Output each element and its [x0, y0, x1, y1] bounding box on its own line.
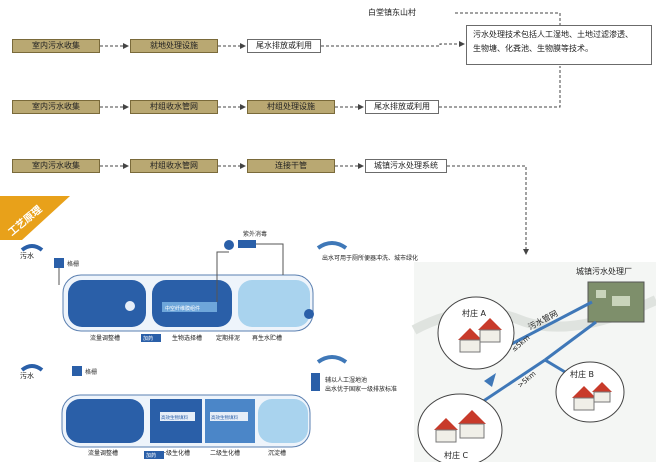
technology-note-line1: 污水处理技术包括人工湿地、土地过滤渗透、	[473, 30, 633, 39]
top-dosing-box	[141, 334, 161, 342]
bottom-inlet-label: 污水	[20, 371, 34, 380]
bottom-inlet-arrow-icon	[20, 364, 44, 372]
bottom-dosing-box	[144, 451, 164, 459]
bottom-outlet-line1: 辅以人工湿地池	[325, 376, 367, 384]
top-dosing-label: 加药	[143, 335, 153, 342]
bottom-tank3-label: 二级生化槽	[210, 449, 240, 457]
bottom-tank2-label: 一级生化槽	[160, 449, 190, 457]
bottom-tank4-label: 沉淀槽	[268, 449, 286, 457]
top-inlet-arrow-icon	[20, 244, 44, 252]
top-pump-icon-2	[304, 309, 314, 319]
bottom-tank-4	[258, 399, 308, 443]
row2-discharge-box: 尾水排放或利用	[365, 100, 439, 114]
pipe-a	[499, 300, 593, 352]
top-outlet-label: 出水可用于厕所便器冲洗、城市绿化	[322, 254, 418, 262]
village-c-label: 村庄 C	[444, 450, 469, 460]
bottom-media-label-1: 高效生物填料	[161, 414, 188, 421]
bottom-media-label-2: 高效生物填料	[211, 414, 238, 421]
row2-facility-box: 村组处理设施	[247, 100, 335, 114]
row2-pipe-network-box: 村组收水管网	[130, 100, 218, 114]
technology-note: 污水处理技术包括人工湿地、土地过滤渗透、 生物塘、化粪池、生物膜等技术。	[466, 25, 652, 65]
top-tank3-label: 再生水贮槽	[252, 334, 282, 342]
bottom-outlet-line2: 出水优于国家一级排放标准	[325, 385, 397, 393]
bottom-tank1-label: 流量调整槽	[88, 449, 118, 457]
top-pump-icon-1	[125, 301, 135, 311]
top-screen-icon	[54, 258, 64, 268]
bottom-outlet-device-icon	[311, 373, 320, 391]
pipe-arrow-icon	[484, 373, 496, 387]
top-outlet-arrow-icon	[316, 241, 348, 250]
row3-collect-box: 室内污水收集	[12, 159, 100, 173]
row1-onsite-facility-box: 就地处理设施	[130, 39, 218, 53]
top-tank-3	[238, 280, 310, 327]
top-tank1-label: 流量调整槽	[90, 334, 120, 342]
top-uv-icon	[224, 240, 234, 250]
top-screen-label: 格栅	[67, 260, 79, 268]
top-inlet-label: 污水	[20, 251, 34, 260]
village-b-label: 村庄 B	[570, 369, 594, 379]
top-uv-lamp	[238, 240, 256, 248]
village-label: 白堂镇东山村	[368, 8, 416, 17]
row2-collect-box: 室内污水收集	[12, 100, 100, 114]
banner-shape	[0, 196, 70, 240]
village-a-label: 村庄 A	[462, 308, 487, 318]
bottom-media-block-2	[210, 412, 248, 421]
bottom-media-block-1	[160, 412, 195, 421]
top-membrane-block	[162, 302, 217, 312]
bottom-outlet-arrow-icon	[316, 355, 348, 364]
top-disinfect-label: 紫外消毒	[243, 230, 267, 238]
village-a-circle	[437, 296, 515, 370]
technology-note-line2: 生物塘、化粪池、生物膜等技术。	[473, 44, 593, 53]
bottom-tank-1	[66, 399, 144, 443]
top-backwash-label: 定期排泥	[216, 334, 240, 342]
row1-discharge-box: 尾水排放或利用	[247, 39, 321, 53]
top-membrane-label: 中空纤维膜组件	[165, 305, 200, 312]
row3-pipe-network-box: 村组收水管网	[130, 159, 218, 173]
row3-trunk-pipe-box: 连接干管	[247, 159, 335, 173]
top-tank-1	[68, 280, 146, 327]
bottom-dosing-label: 加药	[146, 452, 156, 459]
bottom-screen-icon	[72, 366, 82, 376]
row3-town-system-box: 城镇污水处理系统	[365, 159, 447, 173]
row1-collect-box: 室内污水收集	[12, 39, 100, 53]
bottom-screen-label: 格栅	[85, 368, 97, 376]
plant-label: 城镇污水处理厂	[576, 266, 632, 276]
top-tank2-label: 生物选择槽	[172, 334, 202, 342]
